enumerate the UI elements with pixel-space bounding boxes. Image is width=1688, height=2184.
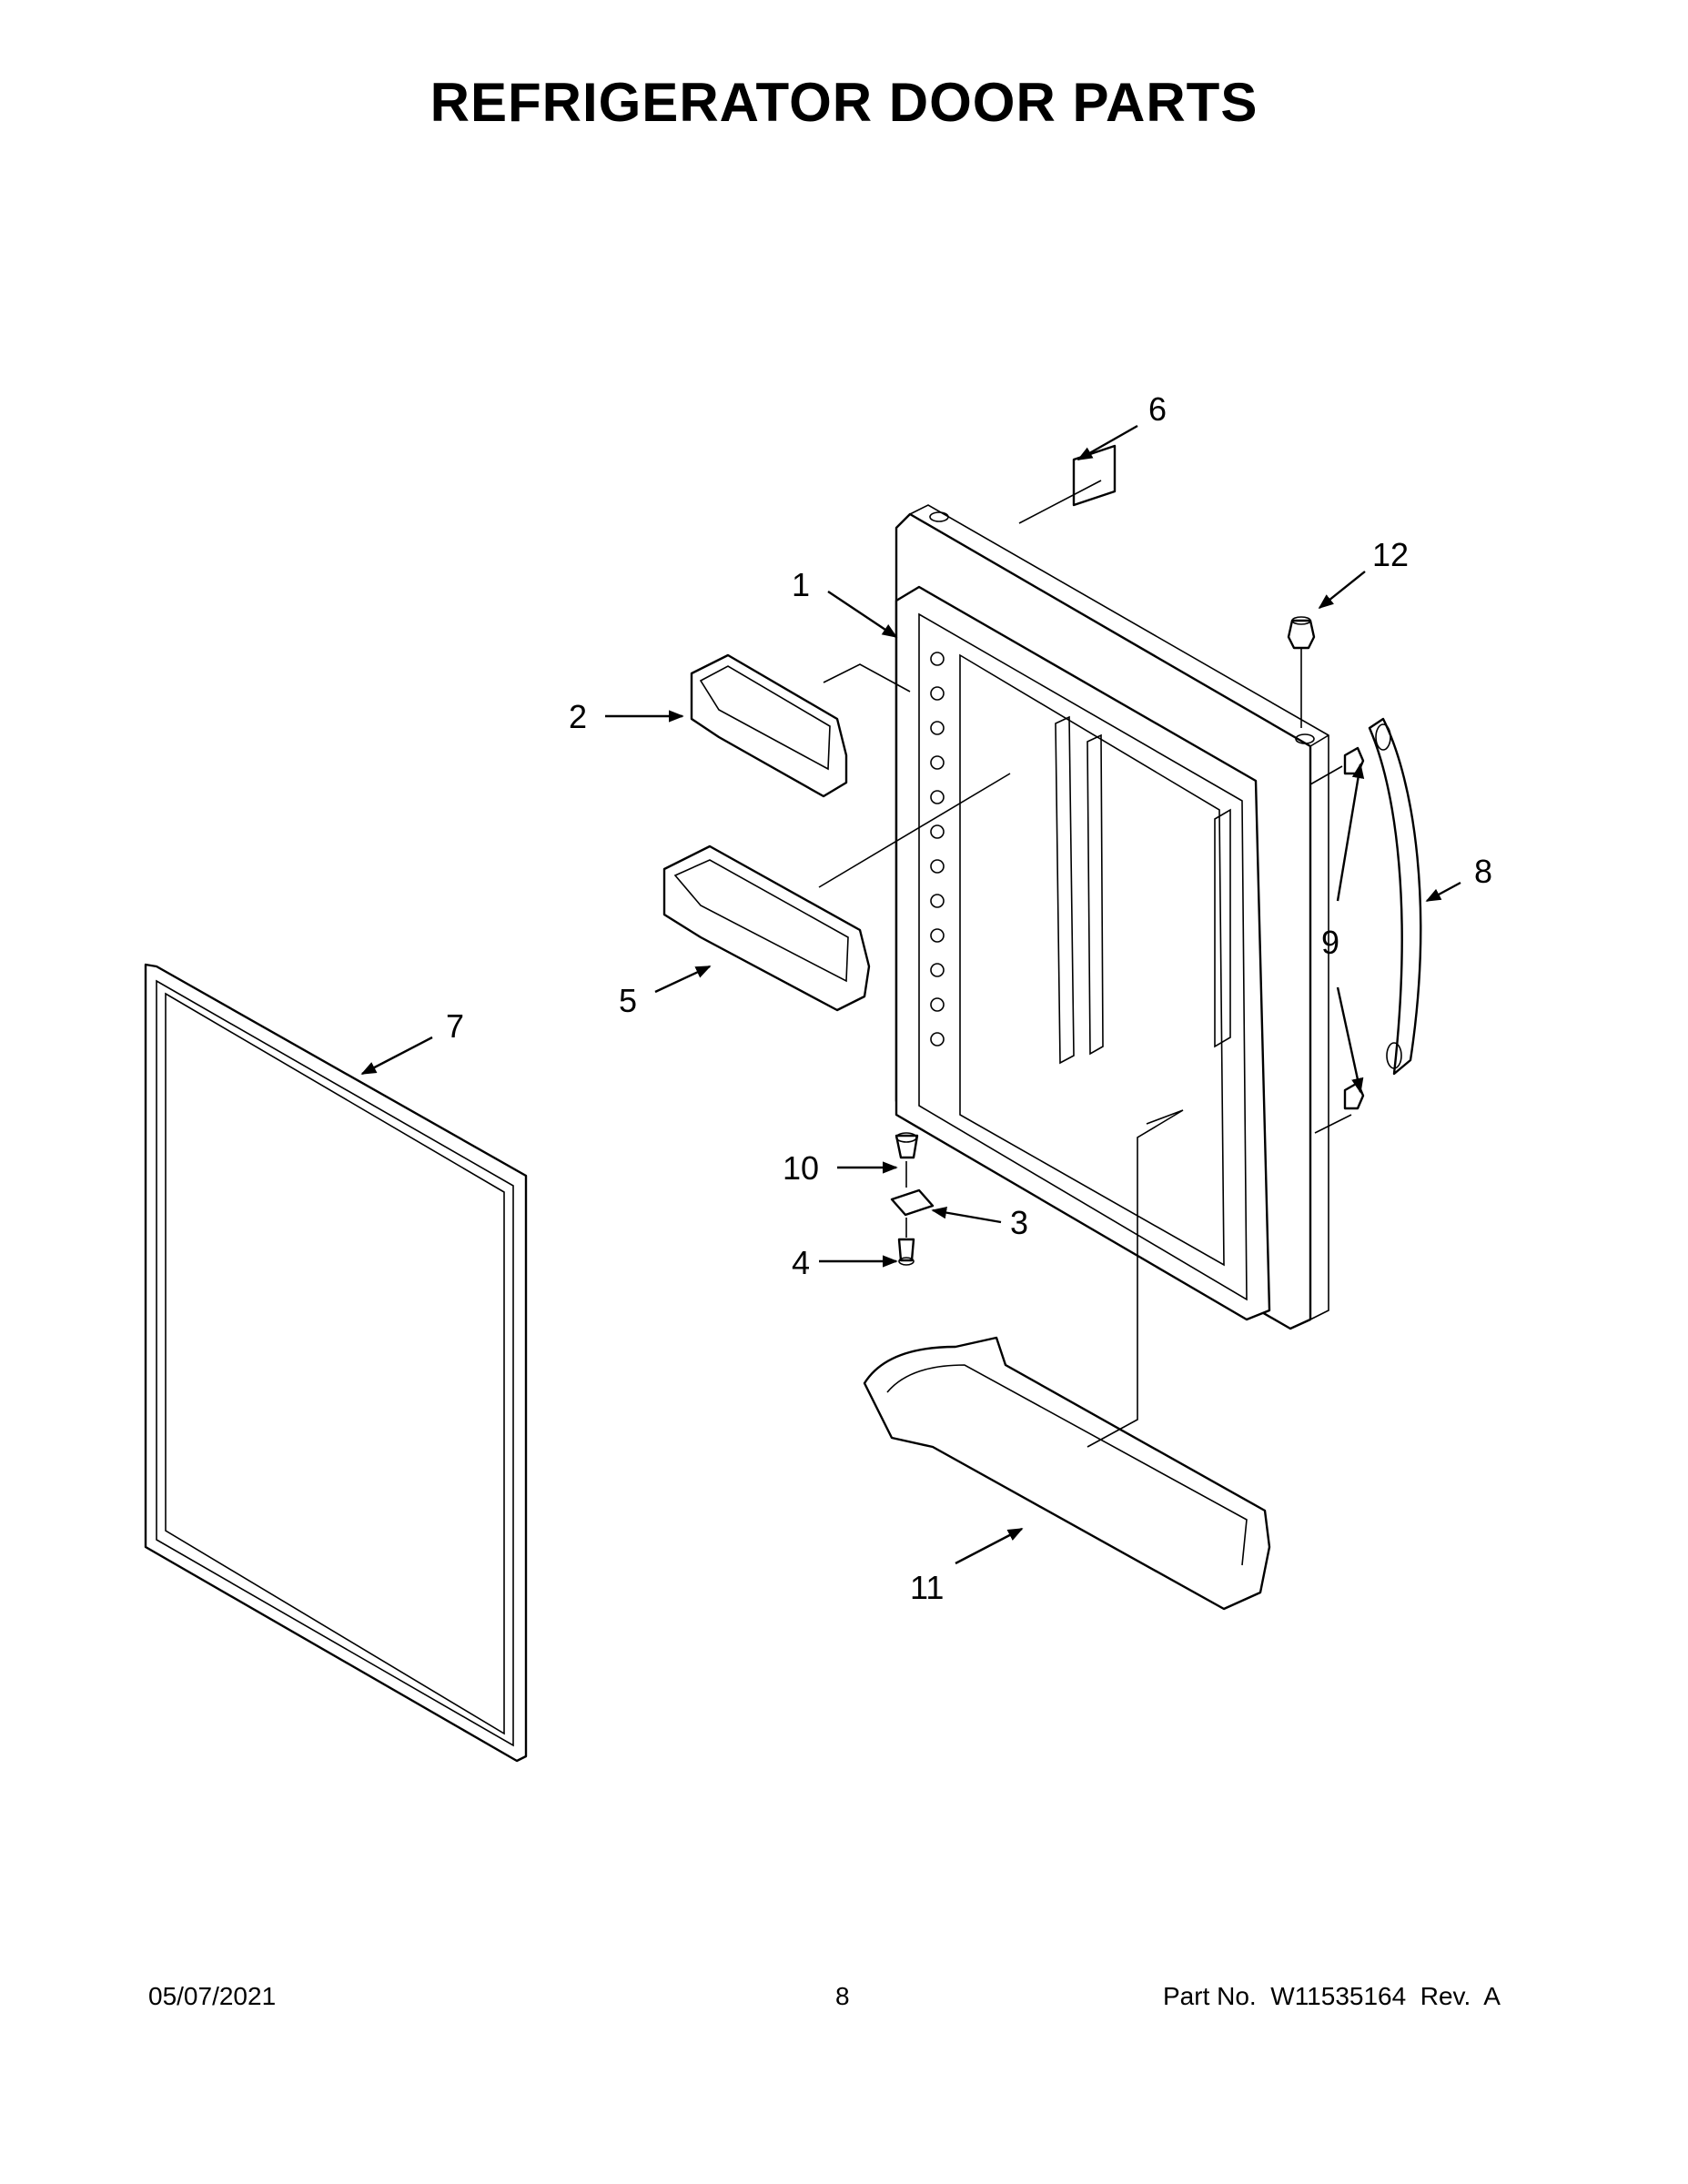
footer-date: 05/07/2021	[148, 1982, 277, 2010]
door-bin-part-2	[690, 653, 848, 798]
hinge-cup-part-10	[895, 1132, 919, 1159]
page-title: REFRIGERATOR DOOR PARTS	[430, 72, 1258, 133]
hinge-bushing-part-12	[1287, 616, 1316, 650]
callout-12: 12	[1372, 536, 1409, 573]
door-bin-part-5	[662, 844, 871, 1012]
door-shelf-part-11	[863, 1336, 1271, 1611]
callout-7: 7	[446, 1007, 464, 1045]
callout-5: 5	[619, 982, 637, 1019]
callout-6: 6	[1148, 390, 1167, 428]
footer-part-number: Part No. W11535164 Rev. A	[1163, 1982, 1501, 2010]
callout-4: 4	[792, 1244, 810, 1281]
door-assembly-part-1	[895, 504, 1329, 1330]
door-gasket-part-7	[144, 963, 528, 1763]
handle-stud-part-9-lower	[1343, 1081, 1365, 1110]
callout-3: 3	[1010, 1204, 1028, 1241]
hinge-screw-part-4	[897, 1238, 915, 1266]
door-handle-part-8	[1368, 717, 1422, 1076]
callout-9: 9	[1321, 924, 1339, 961]
callout-8: 8	[1474, 853, 1492, 890]
label-part-6	[1072, 444, 1117, 507]
liner-studs	[930, 652, 945, 1046]
callout-10: 10	[783, 1149, 819, 1187]
callout-1: 1	[792, 566, 810, 603]
callout-2: 2	[569, 698, 587, 735]
hinge-bracket-part-3	[890, 1188, 935, 1217]
footer-page-number: 8	[835, 1982, 850, 2010]
callout-11: 11	[910, 1569, 944, 1606]
